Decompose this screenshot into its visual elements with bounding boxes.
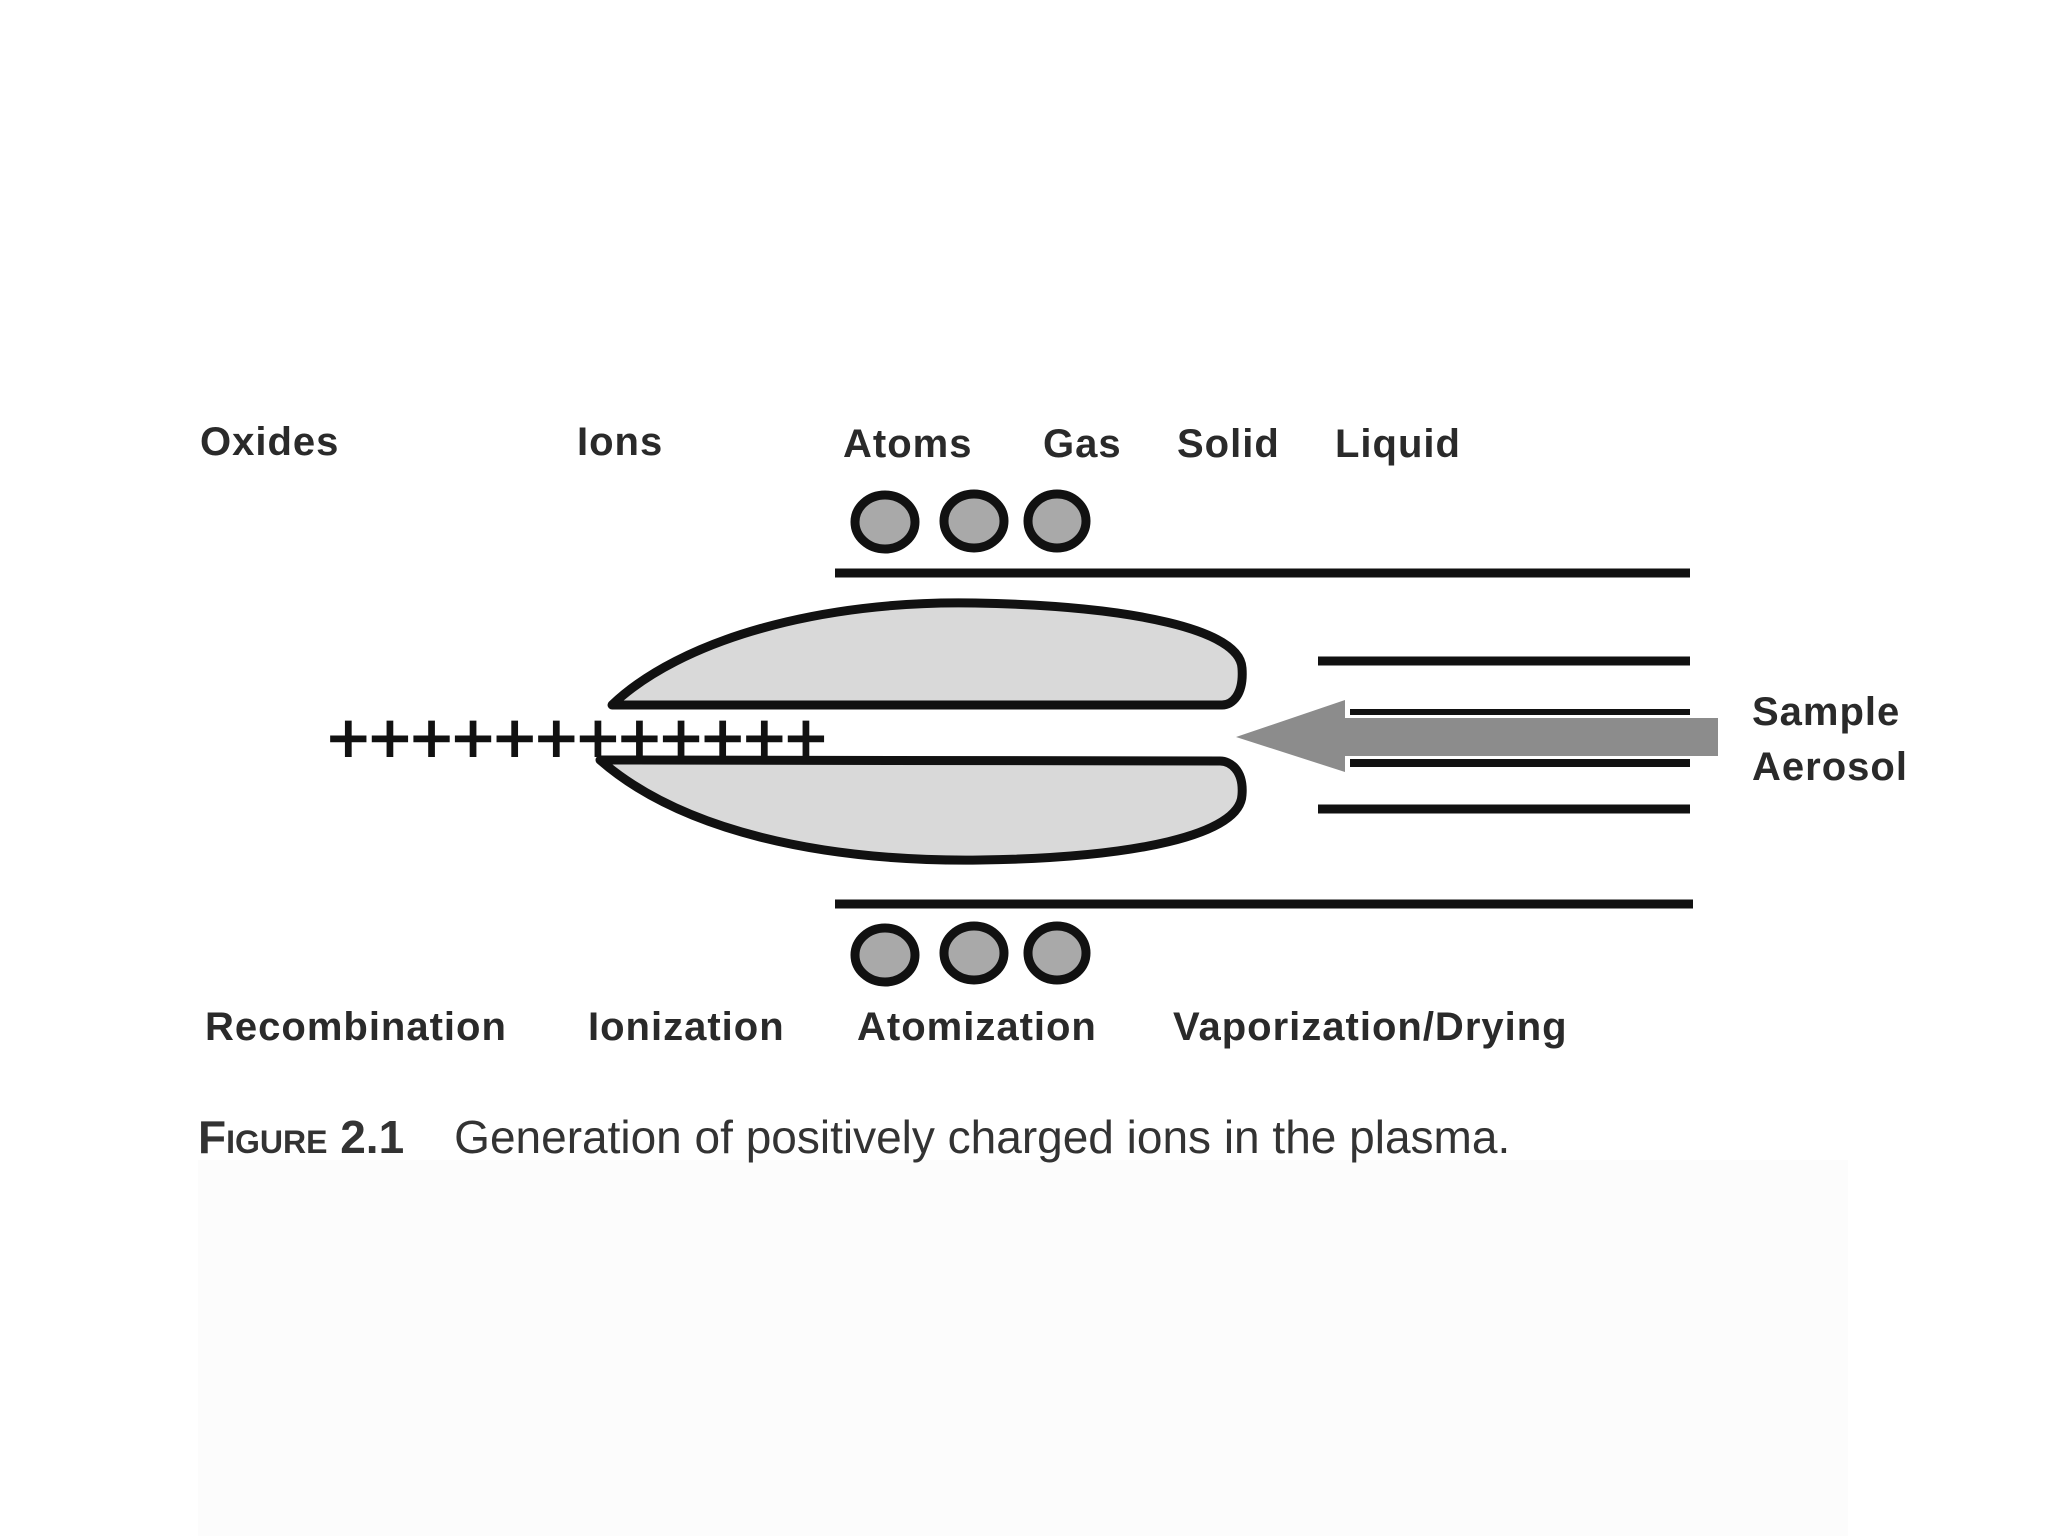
particle — [850, 490, 920, 554]
label-ions: Ions — [577, 420, 663, 464]
label-ionization: Ionization — [588, 1005, 785, 1049]
particle — [1023, 489, 1091, 553]
figure-number: Figure 2.1 — [198, 1111, 405, 1163]
particle — [1023, 921, 1091, 985]
sample-aerosol-arrow — [1236, 700, 1718, 772]
plasma-upper-lobe — [607, 598, 1247, 710]
label-solid: Solid — [1177, 422, 1280, 466]
figure-caption: Figure 2.1 Generation of positively charg… — [198, 1110, 1510, 1164]
plasma-lower-lobe — [595, 755, 1247, 865]
label-recombination: Recombination — [205, 1005, 507, 1049]
label-gas: Gas — [1043, 422, 1122, 466]
label-liquid: Liquid — [1335, 422, 1461, 466]
lower-panel — [198, 1160, 1848, 1536]
caption-text: Generation of positively charged ions in… — [454, 1111, 1511, 1163]
top-particles — [850, 489, 1091, 554]
bottom-particles — [850, 921, 1091, 987]
particle — [850, 923, 920, 987]
particle — [939, 921, 1009, 985]
label-aerosol: Aerosol — [1752, 745, 1908, 789]
label-vaporization-drying: Vaporization/Drying — [1173, 1005, 1568, 1049]
label-sample: Sample — [1752, 690, 1900, 734]
label-atomization: Atomization — [857, 1005, 1097, 1049]
label-oxides: Oxides — [200, 420, 339, 464]
particle — [939, 489, 1009, 553]
label-atoms: Atoms — [843, 422, 972, 466]
positive-ion-stream: ++++++++++++ — [324, 703, 825, 771]
